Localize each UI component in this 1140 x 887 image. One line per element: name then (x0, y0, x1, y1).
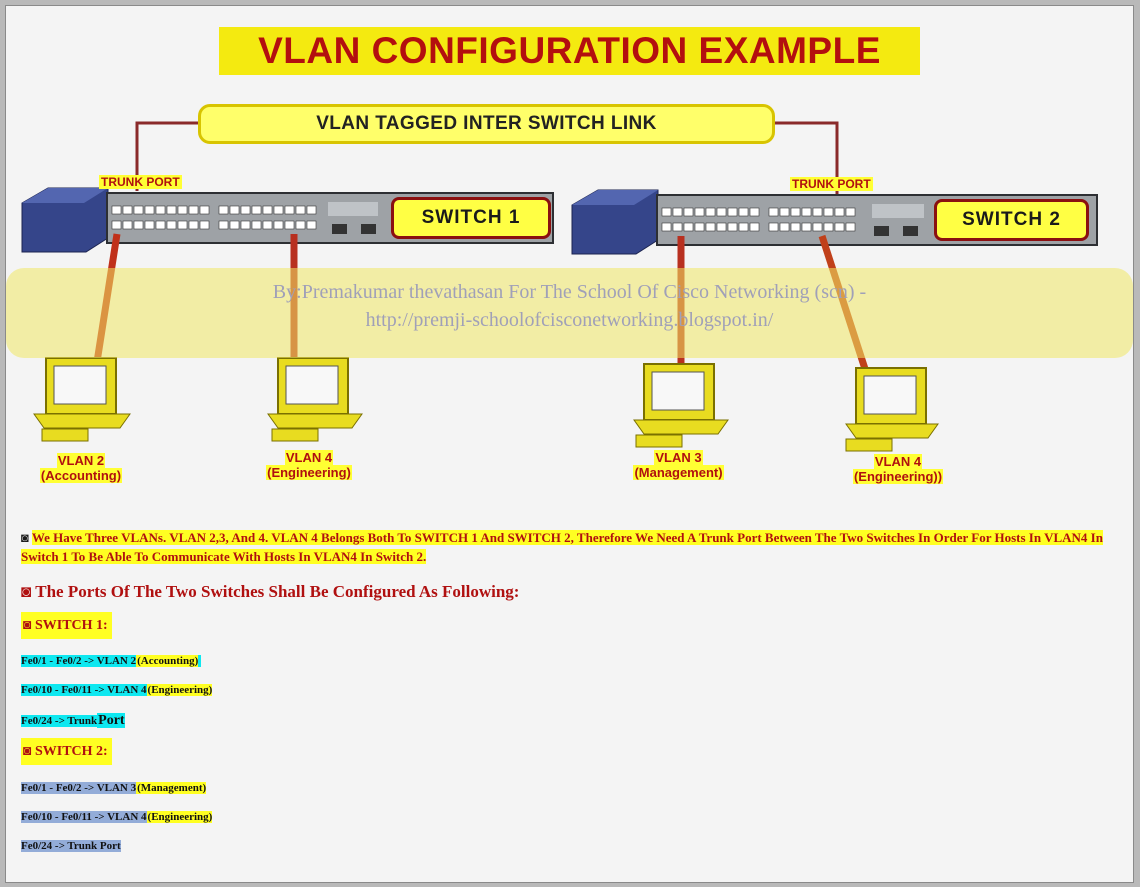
page-frame: VLAN CONFIGURATION EXAMPLE VLAN TAGGED I… (5, 5, 1134, 883)
switch-1-row-3: Fe0/24 -> TrunkPort (21, 708, 125, 734)
host-computer-3 (633, 363, 729, 448)
switch-1-label: SWITCH 1 (391, 197, 551, 239)
bullet-icon: ◙ (23, 618, 32, 633)
host-label-3: VLAN 3 (Management) (616, 450, 741, 480)
vlan-description-paragraph: ◙ We Have Three VLANs. VLAN 2,3, And 4. … (21, 528, 1116, 566)
trunk-link-line-left (135, 121, 198, 191)
switch-1-row-1: Fe0/1 - Fe0/2 -> VLAN 2(Accounting) (21, 648, 201, 674)
switch-2-label: SWITCH 2 (934, 199, 1089, 241)
switch-2-row-3-ports: Fe0/24 -> Trunk Port (21, 840, 121, 852)
host-1-vlan: VLAN 2 (56, 453, 106, 468)
switch-2-row-2: Fe0/10 - Fe0/11 -> VLAN 4(Engineering) (21, 804, 213, 830)
trunk-port-label-1: TRUNK PORT (99, 175, 182, 189)
switch-1-row-2: Fe0/10 - Fe0/11 -> VLAN 4(Engineering) (21, 677, 213, 703)
switch-2-row-2-ports: Fe0/10 - Fe0/11 -> VLAN 4 (21, 811, 147, 823)
host-2-dept: (Engineering) (266, 465, 352, 480)
host-4-vlan: VLAN 4 (873, 454, 923, 469)
trunk-port-label-2: TRUNK PORT (790, 177, 873, 191)
host-computer-4 (845, 367, 939, 452)
switch-1-header-text: SWITCH 1: (34, 618, 108, 633)
switch-2-row-2-dept: (Engineering) (146, 811, 213, 823)
host-computer-2 (267, 357, 363, 442)
switch-1-row-1-ports: Fe0/1 - Fe0/2 -> VLAN 2 (21, 655, 137, 667)
host-3-dept: (Management) (633, 465, 724, 480)
configuration-heading: ◙ The Ports Of The Two Switches Shall Be… (21, 582, 519, 602)
trunk-link-line-right (775, 121, 839, 194)
switch-2-header: ◙ SWITCH 2: (21, 738, 112, 765)
watermark-line-1: By:Premakumar thevathasan For The School… (272, 281, 867, 303)
switch-1-section-header: ◙ SWITCH 1: (21, 612, 112, 639)
host-4-dept: (Engineering)) (852, 469, 944, 484)
switch-1-row-1-dept: (Accounting) (136, 655, 199, 667)
switch-1-row-3-dept: Port (97, 713, 125, 728)
host-label-4: VLAN 4 (Engineering)) (838, 454, 958, 484)
host-3-vlan: VLAN 3 (654, 450, 703, 465)
vlan-description-text: We Have Three VLANs. VLAN 2,3, And 4. VL… (21, 530, 1103, 564)
network-diagram (21, 121, 1098, 452)
host-label-1: VLAN 2 (Accounting) (26, 453, 136, 483)
switch-1-header: ◙ SWITCH 1: (21, 612, 112, 639)
switch-2-section-header: ◙ SWITCH 2: (21, 738, 112, 765)
switch-2-row-1-ports: Fe0/1 - Fe0/2 -> VLAN 3 (21, 782, 137, 794)
watermark-line-2: http://premji-schoolofcisconetworking.bl… (365, 309, 774, 331)
switch-2-row-3: Fe0/24 -> Trunk Port (21, 833, 121, 859)
bullet-icon: ◙ (21, 530, 29, 545)
switch-1-row-2-ports: Fe0/10 - Fe0/11 -> VLAN 4 (21, 684, 147, 696)
bullet-icon: ◙ (21, 582, 32, 601)
watermark-banner: By:Premakumar thevathasan For The School… (6, 268, 1133, 358)
page-title: VLAN CONFIGURATION EXAMPLE (219, 27, 920, 75)
bullet-icon: ◙ (23, 744, 32, 759)
switch-1-row-2-dept: (Engineering) (146, 684, 213, 696)
host-1-dept: (Accounting) (39, 468, 123, 483)
switch-2-row-1: Fe0/1 - Fe0/2 -> VLAN 3(Management) (21, 775, 207, 801)
host-computer-1 (33, 357, 131, 442)
switch-2-row-1-dept: (Management) (136, 782, 207, 794)
host-label-2: VLAN 4 (Engineering) (254, 450, 364, 480)
switch-1-row-3-ports: Fe0/24 -> Trunk (21, 715, 98, 727)
host-2-vlan: VLAN 4 (284, 450, 334, 465)
switch-2-header-text: SWITCH 2: (34, 744, 108, 759)
inter-switch-link-label: VLAN TAGGED INTER SWITCH LINK (198, 104, 775, 144)
configuration-heading-text: The Ports Of The Two Switches Shall Be C… (35, 582, 520, 601)
